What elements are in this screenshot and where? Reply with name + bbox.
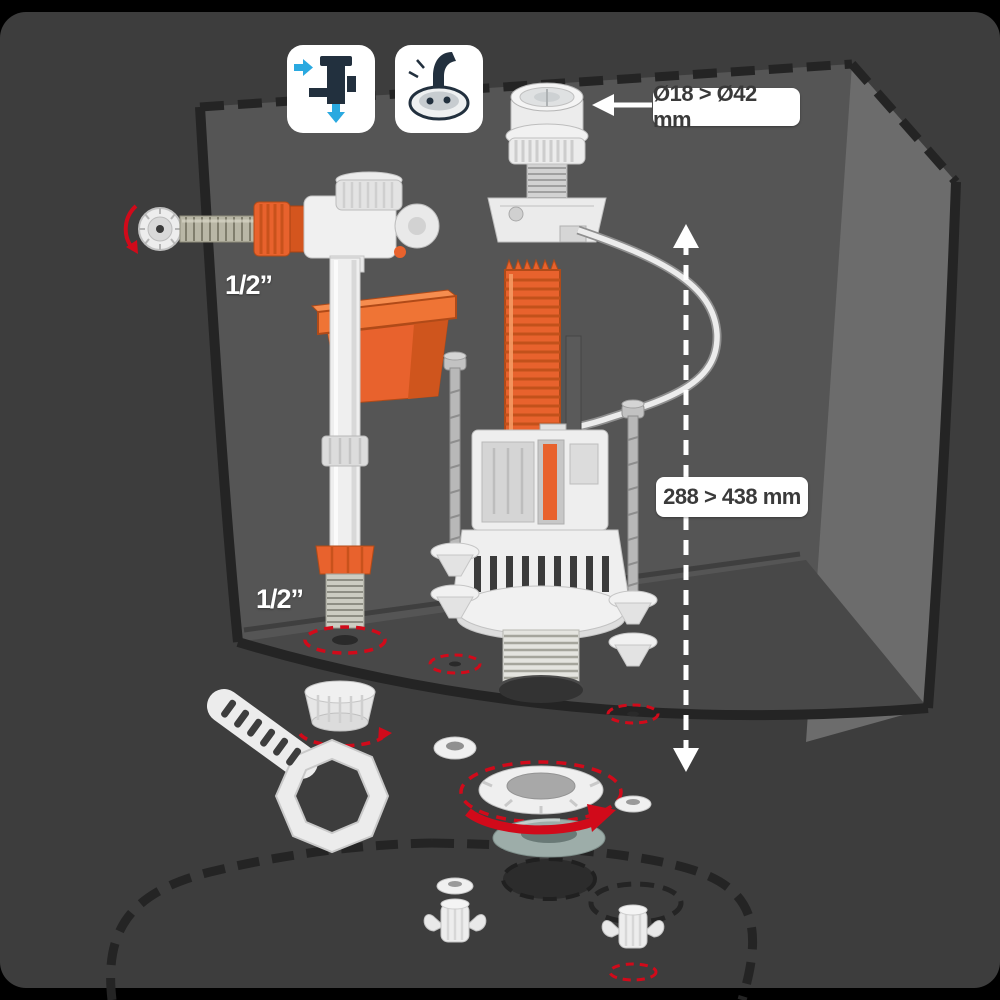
fill-valve-assembly [123,171,458,748]
label-button-diameter: Ø18 > Ø42 mm [653,81,800,132]
water-in-arrow [294,59,313,76]
fixing-screw-right [601,399,665,982]
flange-rotation-arrow [123,204,138,254]
icon-tile-fill-valve [287,45,375,133]
fixing-screw-left [423,351,487,943]
telescopic-tube [315,257,375,629]
cone-washer [608,590,658,625]
flush-valve-assembly [451,258,631,858]
push-button-flush-icon [408,52,470,121]
wrench-handle-slots [221,699,302,766]
flange-locknut [478,765,604,815]
fill-valve-backnut [304,680,376,732]
bottom-thread [325,573,365,629]
valve-flange [456,585,626,635]
diameter-callout-arrow [592,94,652,116]
tube-orange-nut [315,545,375,575]
label-inlet-size-bottom: 1/2” [256,584,304,614]
nut-position-mark [608,962,658,982]
flat-washer [436,877,474,895]
fill-valve-seal-mark [303,625,387,655]
side-inlet-fill-valve-icon [294,56,356,123]
label-inlet-size-top: 1/2” [225,270,273,300]
wall-flange-nut [138,207,182,251]
finger-shape [433,52,456,88]
push-button-assembly [487,82,607,243]
icon-tile-push-button [395,45,483,133]
ring-washer [433,736,477,760]
cone-washer [430,584,480,619]
wing-nut [601,904,665,949]
bell-vents [474,556,609,592]
tank-drain-hole [501,857,597,901]
label-valve-height: 288 > 438 mm [656,477,808,517]
cone-washer [608,632,658,667]
screw-hole-mark [606,703,660,725]
wrench-tool [207,689,390,854]
flush-valve-body [451,423,631,703]
overflow-tube [504,258,561,453]
wing-nut [423,898,487,943]
locknut-rotation-arrow [465,804,616,835]
screw-hole-mark [428,653,482,675]
inlet-orange-nut [253,201,291,257]
flat-washer [614,795,652,813]
cone-washer [430,542,480,577]
button-lock-nut [508,137,586,165]
water-out-arrow [327,104,345,123]
